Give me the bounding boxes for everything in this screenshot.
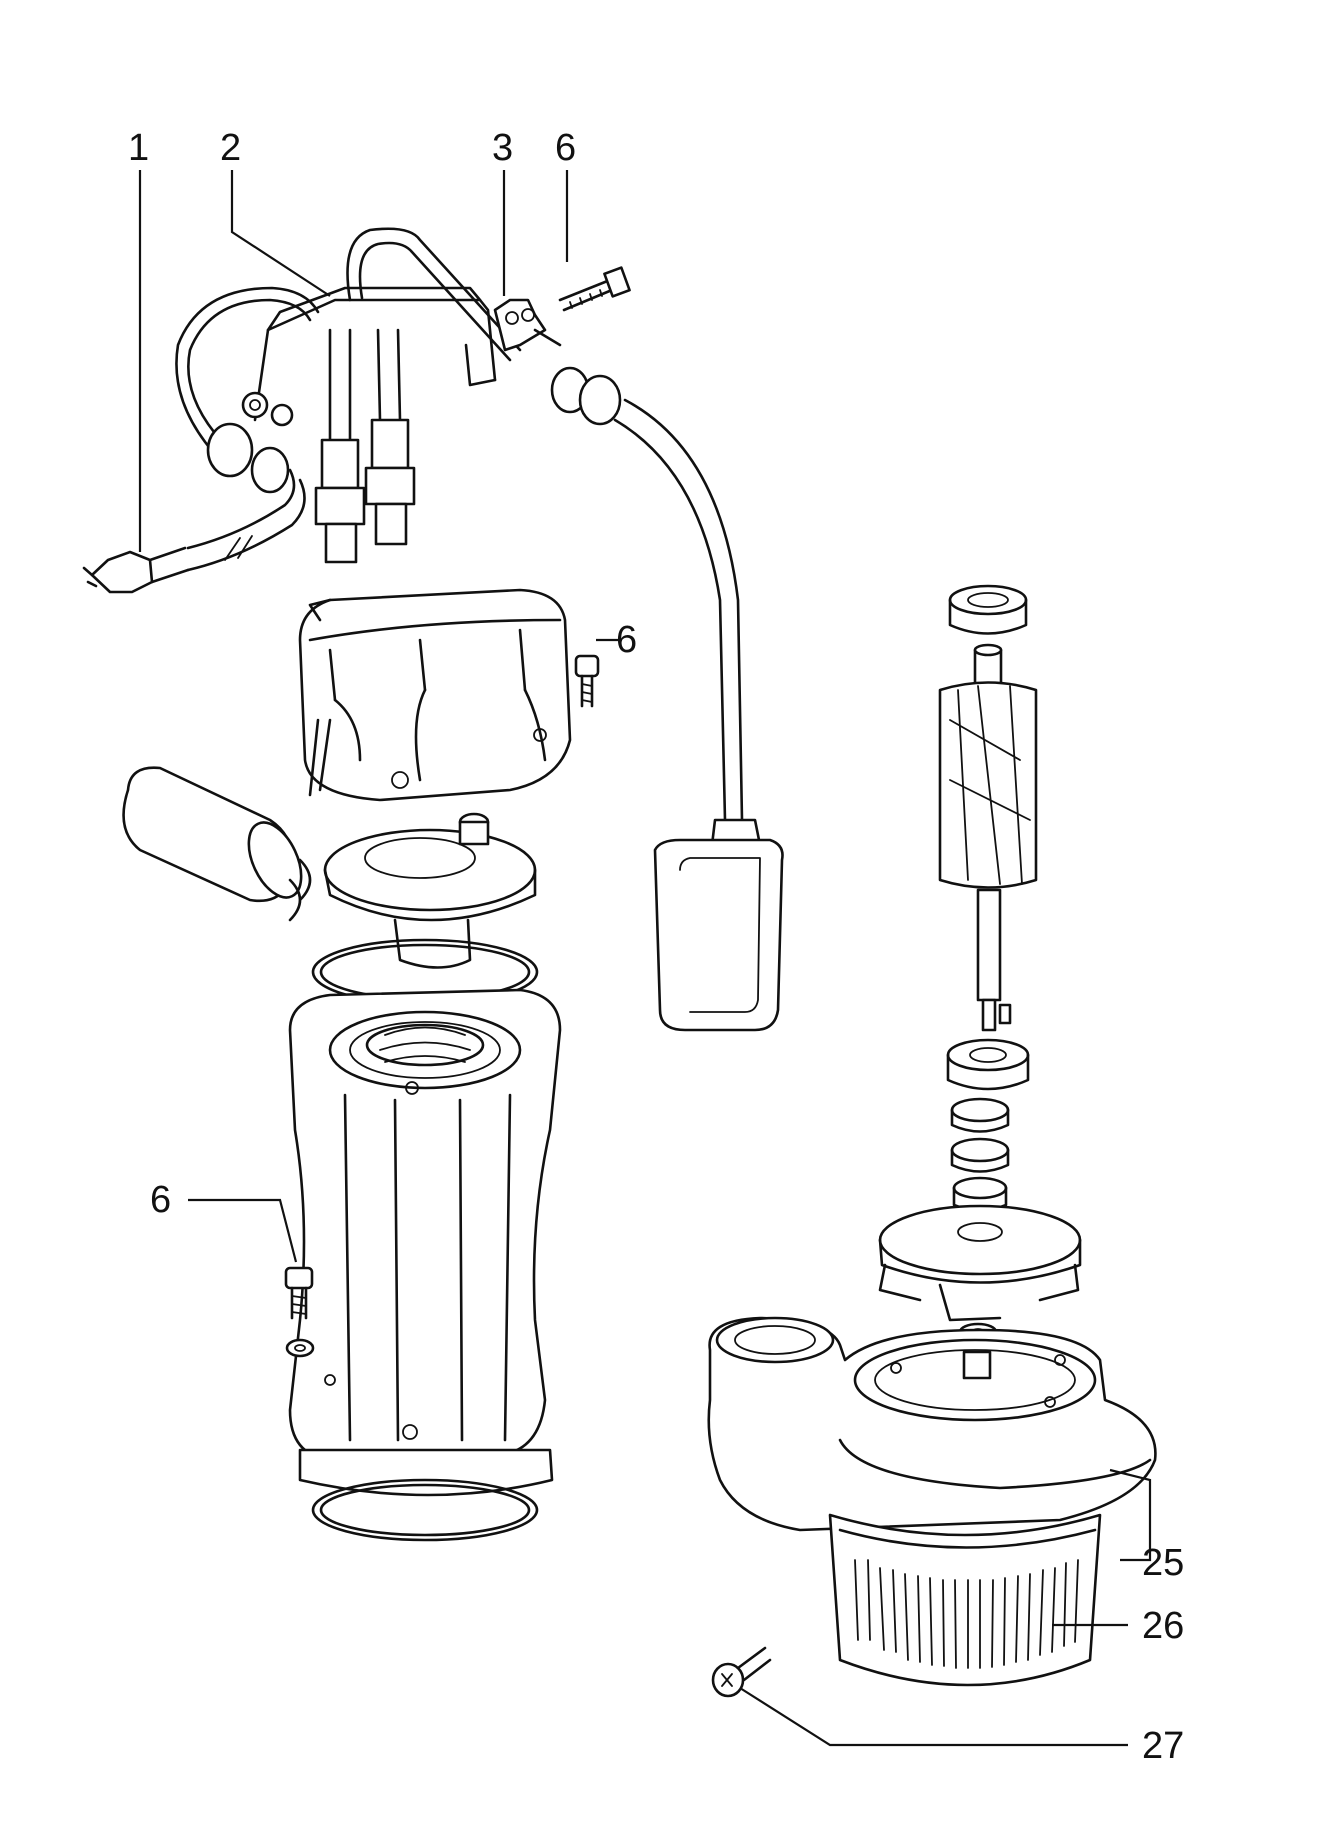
shaft-seal-2 (950, 1137, 1010, 1173)
upper-bearing (948, 584, 1028, 635)
shaft-seal-1 (950, 1097, 1010, 1133)
lower-bearing (946, 1038, 1030, 1091)
callout-6-top: 6 (555, 127, 576, 169)
callout-6-cover: 6 (616, 619, 637, 661)
capacitor (122, 718, 332, 922)
callout-6-housing: 6 (150, 1179, 171, 1221)
rotor (938, 643, 1038, 1032)
power-cable-with-plug (82, 468, 306, 594)
cable-nipple (458, 812, 490, 846)
cable-bracket (175, 227, 522, 564)
impeller (878, 1204, 1082, 1322)
motor-top-cover (298, 588, 572, 802)
float-switch (550, 366, 784, 1032)
inlet-strainer (828, 1513, 1102, 1687)
strainer-screw (711, 1646, 772, 1698)
callout-1: 1 (128, 127, 149, 169)
callout-3: 3 (492, 127, 513, 169)
upper-flange (323, 828, 537, 969)
cable-clamp (493, 298, 562, 352)
clamp-screw (558, 266, 631, 312)
motor-housing (288, 988, 562, 1542)
callout-27: 27 (1142, 1725, 1184, 1767)
cover-screw (574, 654, 600, 708)
callout-26: 26 (1142, 1605, 1184, 1647)
callout-25: 25 (1142, 1542, 1184, 1584)
callout-2: 2 (220, 127, 241, 169)
housing-screw (284, 1266, 315, 1358)
leader-lines (138, 170, 1152, 1747)
pump-volute (707, 1316, 1157, 1532)
